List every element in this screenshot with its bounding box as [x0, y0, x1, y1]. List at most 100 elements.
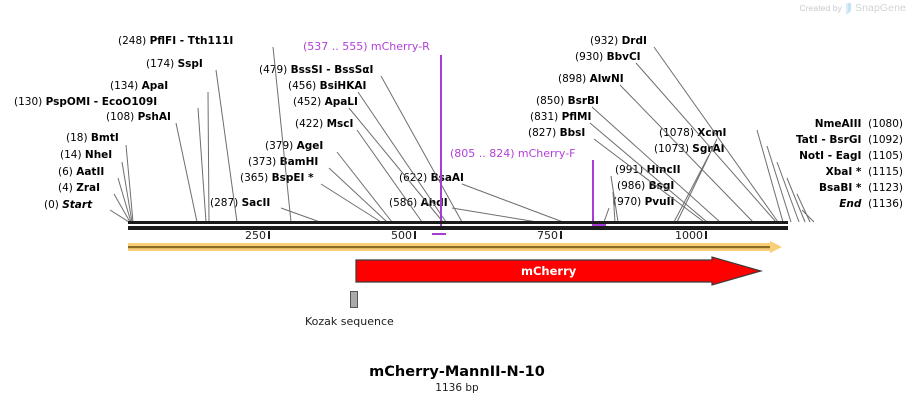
site-label-alwni[interactable]: (898) AlwNI: [558, 73, 624, 85]
site-position: (174): [146, 58, 175, 70]
site-label-pshai[interactable]: (108) PshAI: [106, 111, 171, 123]
ruler-tick-250: [268, 231, 270, 239]
site-position: (479): [259, 64, 288, 76]
site-label-bbsi[interactable]: (827) BbsI: [528, 127, 585, 139]
site-position: (1115): [868, 166, 903, 178]
site-label-bsrbi[interactable]: (850) BsrBI: [536, 95, 599, 107]
site-position: (18): [66, 132, 88, 144]
site-label-pspomi-ecoo109i[interactable]: (130) PspOMI - EcoO109I: [14, 96, 157, 108]
site-name: BsiHKAI: [319, 80, 367, 92]
site-label-nmeaiii[interactable]: NmeAIII (1080): [815, 118, 903, 130]
site-name: PflFI - Tth111I: [149, 35, 234, 47]
site-label-tati-bsrgi[interactable]: TatI - BsrGI (1092): [796, 134, 903, 146]
site-label-agei[interactable]: (379) AgeI: [265, 140, 323, 152]
site-label-bsaai[interactable]: (622) BsaAI: [399, 172, 464, 184]
site-label-xbai[interactable]: XbaI * (1115): [826, 166, 903, 178]
ruler-label-750: 750: [537, 229, 558, 242]
site-name: SgrAI: [692, 143, 725, 155]
ruler-label-500: 500: [391, 229, 412, 242]
site-label-bsssi-bsssai[interactable]: (479) BssSI - BssSαI: [259, 64, 373, 76]
ruler-tick-1000: [705, 231, 707, 239]
site-label-nhei[interactable]: (14) NheI: [60, 149, 112, 161]
site-name: PspOMI - EcoO109I: [45, 96, 158, 108]
site-name: AlwNI: [589, 73, 624, 85]
site-name: BsaAI: [430, 172, 464, 184]
site-label-end[interactable]: End (1136): [839, 198, 903, 210]
site-label-bmti[interactable]: (18) BmtI: [66, 132, 119, 144]
site-position: (4): [58, 182, 73, 194]
primer-name: mCherry-F: [517, 147, 576, 160]
site-label-drdi[interactable]: (932) DrdI: [590, 35, 647, 47]
ruler-label-250: 250: [245, 229, 266, 242]
site-position: (14): [60, 149, 82, 161]
site-name: BbvCI: [606, 51, 641, 63]
site-label-zrai[interactable]: (4) ZraI: [58, 182, 100, 194]
site-name: SacII: [241, 197, 271, 209]
ruler-tick-750: [560, 231, 562, 239]
site-label-sspi[interactable]: (174) SspI: [146, 58, 203, 70]
primer-label-mcherry-r[interactable]: (537 .. 555) mCherry-R: [303, 41, 430, 53]
watermark-prefix: Created by: [799, 3, 842, 13]
snapgene-watermark: Created by SnapGene: [799, 2, 906, 14]
site-label-start[interactable]: (0) Start: [44, 199, 92, 211]
site-label-apali[interactable]: (452) ApaLI: [293, 96, 358, 108]
site-position: (986): [617, 180, 646, 192]
feature-label-mcherry: mCherry: [521, 264, 577, 278]
site-name: MscI: [326, 118, 354, 130]
site-label-pvuii[interactable]: (970) PvuII: [613, 196, 674, 208]
site-position: (379): [265, 140, 294, 152]
site-name: ZraI: [76, 182, 101, 194]
site-label-bamhi[interactable]: (373) BamHI: [248, 156, 318, 168]
site-label-ahdi[interactable]: (586) AhdI: [389, 197, 448, 209]
site-name: XcmI: [697, 127, 727, 139]
primer-range: (537 .. 555): [303, 40, 368, 53]
site-name: PflMI: [561, 111, 592, 123]
site-label-aatii[interactable]: (6) AatII: [58, 166, 104, 178]
site-name: AgeI: [296, 140, 324, 152]
site-label-sacii[interactable]: (287) SacII: [210, 197, 270, 209]
feature-label-kozak: Kozak sequence: [305, 315, 394, 328]
site-label-apai[interactable]: (134) ApaI: [110, 80, 168, 92]
site-name: PshAI: [137, 111, 171, 123]
backbone-line-top: [128, 221, 788, 224]
site-name: DrdI: [621, 35, 647, 47]
site-label-noti-eagi[interactable]: NotI - EagI (1105): [799, 150, 903, 162]
site-position: (1105): [868, 150, 903, 162]
primer-label-mcherry-f[interactable]: (805 .. 824) mCherry-F: [450, 148, 576, 160]
site-position: (134): [110, 80, 139, 92]
site-label-bsihkai[interactable]: (456) BsiHKAI: [288, 80, 366, 92]
primer-range: (805 .. 824): [450, 147, 515, 160]
site-label-pflmi[interactable]: (831) PflMI: [530, 111, 591, 123]
site-label-pflfi-tth111i[interactable]: (248) PflFI - Tth111I: [118, 35, 233, 47]
site-name: AatII: [76, 166, 105, 178]
site-position: (1080): [868, 118, 903, 130]
site-label-bsgi[interactable]: (986) BsgI: [617, 180, 674, 192]
site-name: NheI: [84, 149, 113, 161]
site-name: ApaI: [141, 80, 169, 92]
site-label-bbvci[interactable]: (930) BbvCI: [575, 51, 641, 63]
site-label-msci[interactable]: (422) MscI: [295, 118, 353, 130]
orf-track-arrow: [128, 241, 782, 253]
site-name: BssSI - BssSαI: [290, 64, 374, 76]
site-label-hincii[interactable]: (991) HincII: [615, 164, 680, 176]
site-position: (130): [14, 96, 43, 108]
backbone-line-bottom: [128, 226, 788, 230]
site-name: ApaLI: [324, 96, 358, 108]
site-name: NmeAIII: [814, 118, 862, 130]
site-position: (365): [240, 172, 269, 184]
ruler-tick-500: [414, 231, 416, 239]
site-label-sgrai[interactable]: (1073) SgrAI: [654, 143, 725, 155]
feature-arrow-mcherry[interactable]: [355, 256, 765, 286]
site-label-bsabi[interactable]: BsaBI * (1123): [819, 182, 903, 194]
site-label-xcmi[interactable]: (1078) XcmI: [659, 127, 726, 139]
site-position: (1073): [654, 143, 689, 155]
site-name: TatI - BsrGI: [795, 134, 862, 146]
site-position: (831): [530, 111, 559, 123]
site-position: (850): [536, 95, 565, 107]
site-label-bspei[interactable]: (365) BspEI *: [240, 172, 314, 184]
primer-name: mCherry-R: [370, 40, 430, 53]
feature-marker-kozak[interactable]: [350, 291, 358, 308]
ruler-label-1000: 1000: [675, 229, 703, 242]
